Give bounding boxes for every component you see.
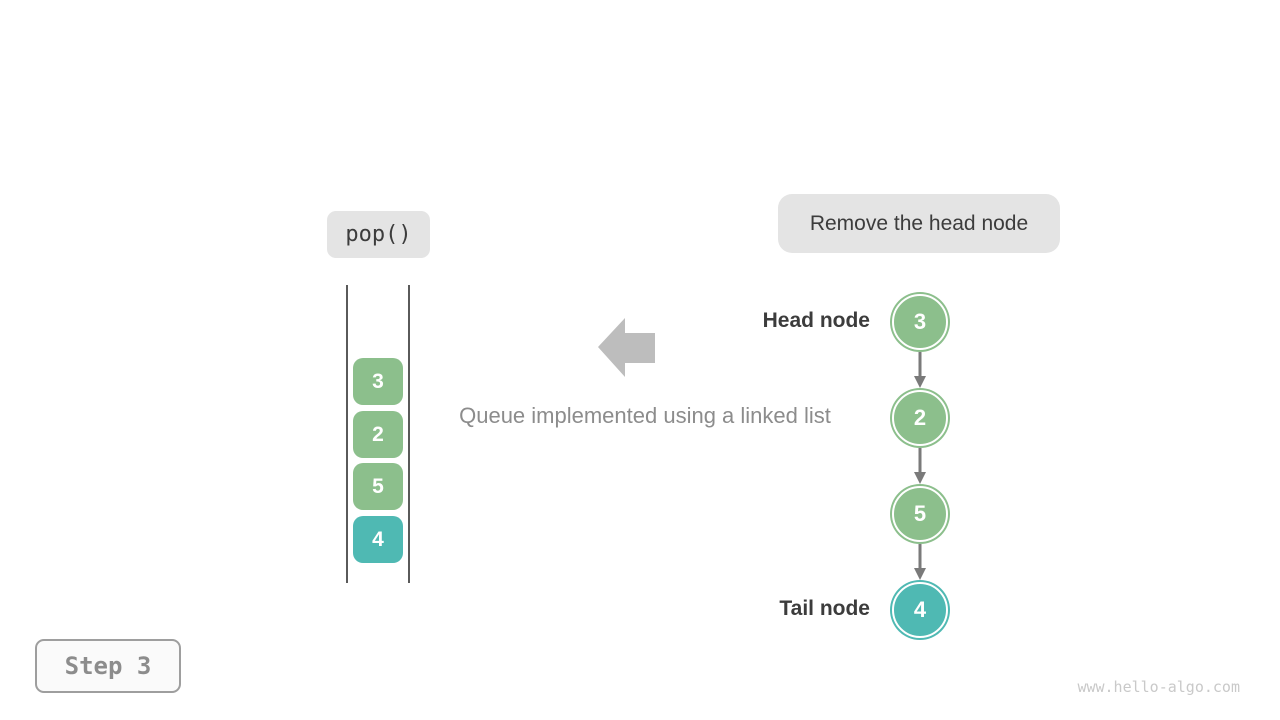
step-badge: Step 3 [35,639,181,693]
linked-list-node: 4 [890,580,950,640]
linked-list-node: 3 [890,292,950,352]
diagram-caption: Queue implemented using a linked list [459,403,831,428]
arrow-down-icon [914,352,926,388]
site-watermark: www.hello-algo.com [1077,678,1240,696]
pop-operation-badge: pop() [327,211,430,258]
arrow-down-icon [914,448,926,484]
stack-item: 3 [353,358,403,405]
head-node-label: Head node [762,309,870,332]
stack-item: 2 [353,411,403,458]
tail-node-label: Tail node [779,597,870,620]
stack-item: 5 [353,463,403,510]
linked-list-node: 2 [890,388,950,448]
arrow-down-icon [914,544,926,580]
stack-item: 4 [353,516,403,563]
linked-list-node: 5 [890,484,950,544]
arrow-left-icon [598,318,655,377]
action-description-badge: Remove the head node [778,194,1060,253]
queue-stack-container: 3 2 5 4 [346,285,410,583]
